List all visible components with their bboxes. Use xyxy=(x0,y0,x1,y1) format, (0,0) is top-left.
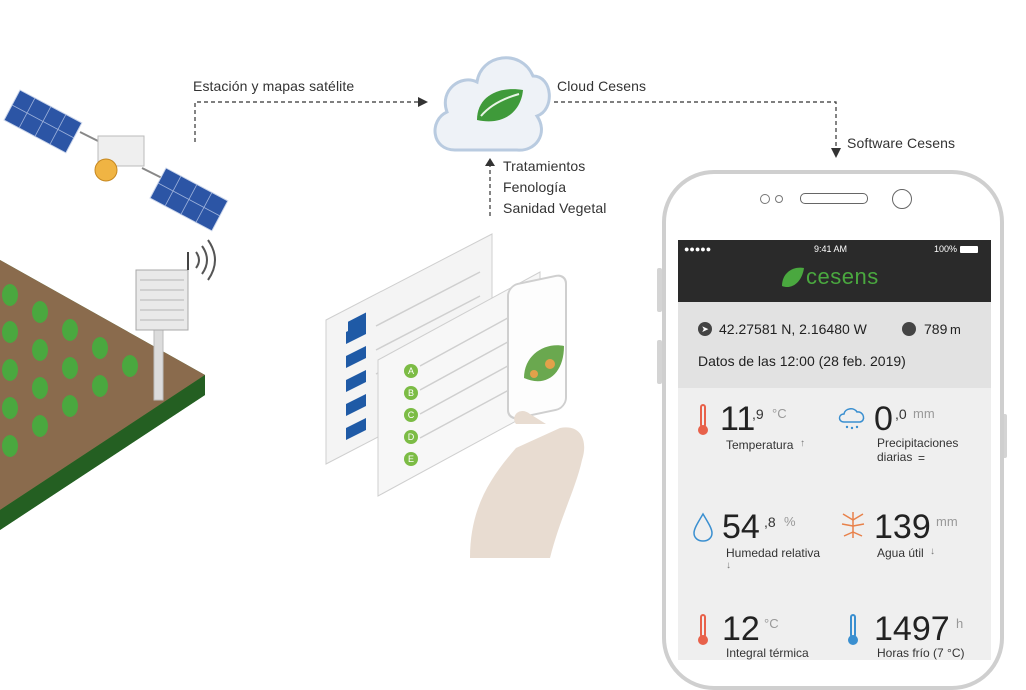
root-icon xyxy=(841,512,865,538)
data-timestamp: Datos de las 12:00 (28 feb. 2019) xyxy=(698,353,906,369)
documents-illustration xyxy=(325,233,585,558)
phone-volume-button xyxy=(657,340,662,384)
metric-card[interactable]: 139 mm Agua útil ↓ xyxy=(838,508,988,604)
metric-card[interactable]: 54 ,8 % Humedad relativa ↓ xyxy=(692,508,832,604)
thermometer-icon xyxy=(698,404,708,435)
app-header: ●●●●● 9:41 AM 100% cesens xyxy=(678,240,991,302)
checklist-item: A xyxy=(404,364,418,378)
metric-decimal: ,9 xyxy=(752,406,764,422)
metric-value: 0 xyxy=(874,400,893,438)
upload-item: Sanidad Vegetal xyxy=(503,200,607,216)
phone-camera-icon xyxy=(760,194,770,204)
cloud-icon xyxy=(433,56,551,152)
checklist-item: E xyxy=(404,452,418,466)
metric-card[interactable]: 12 °C Integral térmica xyxy=(692,610,832,660)
metric-label: Precipitaciones diarias xyxy=(877,436,959,464)
coordinates: 42.27581 N, 2.16480 W xyxy=(719,321,867,337)
metric-label: Integral térmica xyxy=(726,646,809,660)
weather-station xyxy=(135,239,216,401)
phone-speaker xyxy=(800,193,868,204)
metric-unit: h xyxy=(956,616,964,631)
metric-label: Horas frío (7 °C) xyxy=(877,646,965,660)
metric-value: 1497 xyxy=(874,610,950,648)
checklist-item: B xyxy=(404,386,418,400)
signal-indicator: ●●●●● xyxy=(684,244,712,254)
upload-item: Tratamientos xyxy=(503,158,586,174)
altitude-value: 789 xyxy=(924,321,948,337)
trend-indicator: = xyxy=(918,451,926,465)
metric-card[interactable]: 11 ,9 °C Temperatura ↑ xyxy=(692,400,832,496)
status-time: 9:41 AM xyxy=(814,244,848,254)
flow-arrow-uploads-to-cloud xyxy=(485,158,495,216)
metric-value: 139 xyxy=(874,508,931,546)
metric-card[interactable]: 1497 h Horas frío (7 °C) xyxy=(838,610,988,660)
battery-label: 100% xyxy=(934,244,958,254)
location-arrow-icon: ➤ xyxy=(698,322,712,336)
checklist-item: C xyxy=(404,408,418,422)
crop-field xyxy=(0,260,205,530)
metric-unit: °C xyxy=(772,406,787,421)
checklist-item: D xyxy=(404,430,418,444)
metric-label: Agua útil xyxy=(877,546,924,560)
metric-label: Temperatura xyxy=(726,438,794,452)
metric-card[interactable]: 0 ,0 mm Precipitaciones diarias = xyxy=(838,400,988,496)
battery-icon xyxy=(960,246,978,253)
flow-arrow-cloud-to-software xyxy=(554,101,841,158)
metric-value: 11 xyxy=(720,400,756,438)
software-flow-label: Software Cesens xyxy=(847,135,956,151)
metric-value: 12 xyxy=(722,610,760,648)
water-drop-icon xyxy=(693,512,713,542)
metric-decimal: ,0 xyxy=(895,406,907,422)
phone-volume-button xyxy=(657,268,662,312)
brand-logo: cesens xyxy=(806,264,879,289)
flow-arrow-satellite-to-cloud xyxy=(194,97,428,142)
satellite-icon xyxy=(3,89,229,232)
document-blue-bars xyxy=(346,322,366,440)
metric-unit: mm xyxy=(936,514,958,529)
phone-power-button xyxy=(1002,414,1007,458)
cesens-leaf-icon xyxy=(782,267,804,288)
trend-indicator: ↓ xyxy=(930,546,935,557)
trend-indicator: ↓ xyxy=(726,560,731,571)
leaf-logo-icon xyxy=(477,89,523,122)
field-illustration xyxy=(0,89,229,530)
rain-cloud-icon xyxy=(838,408,865,430)
altitude-unit: m xyxy=(950,322,961,337)
uploads-list: Tratamientos Fenología Sanidad Vegetal xyxy=(503,156,606,219)
metric-unit: % xyxy=(784,514,796,529)
metric-unit: °C xyxy=(764,616,779,631)
location-panel: ➤ 42.27581 N, 2.16480 W 789 m Datos de l… xyxy=(678,302,991,388)
metric-decimal: ,8 xyxy=(764,514,776,530)
mountain-icon xyxy=(902,322,916,336)
checklist: A B C D E xyxy=(404,364,426,466)
status-bar: ●●●●● 9:41 AM 100% xyxy=(678,244,991,258)
metric-value: 54 xyxy=(722,508,760,546)
phone-screen: ●●●●● 9:41 AM 100% cesens ➤ 42.27581 N, … xyxy=(678,240,991,660)
satellite-flow-label: Estación y mapas satélite xyxy=(193,78,355,94)
trend-indicator: ↑ xyxy=(800,438,805,449)
upload-item: Fenología xyxy=(503,179,567,195)
cold-thermometer-icon xyxy=(848,614,858,645)
metric-unit: mm xyxy=(913,406,935,421)
metric-label: Humedad relativa xyxy=(726,546,821,560)
thermometer-icon xyxy=(698,614,708,645)
phone-front-camera-icon xyxy=(892,189,912,209)
cloud-flow-label: Cloud Cesens xyxy=(557,78,647,94)
phone-sensor-icon xyxy=(775,195,783,203)
